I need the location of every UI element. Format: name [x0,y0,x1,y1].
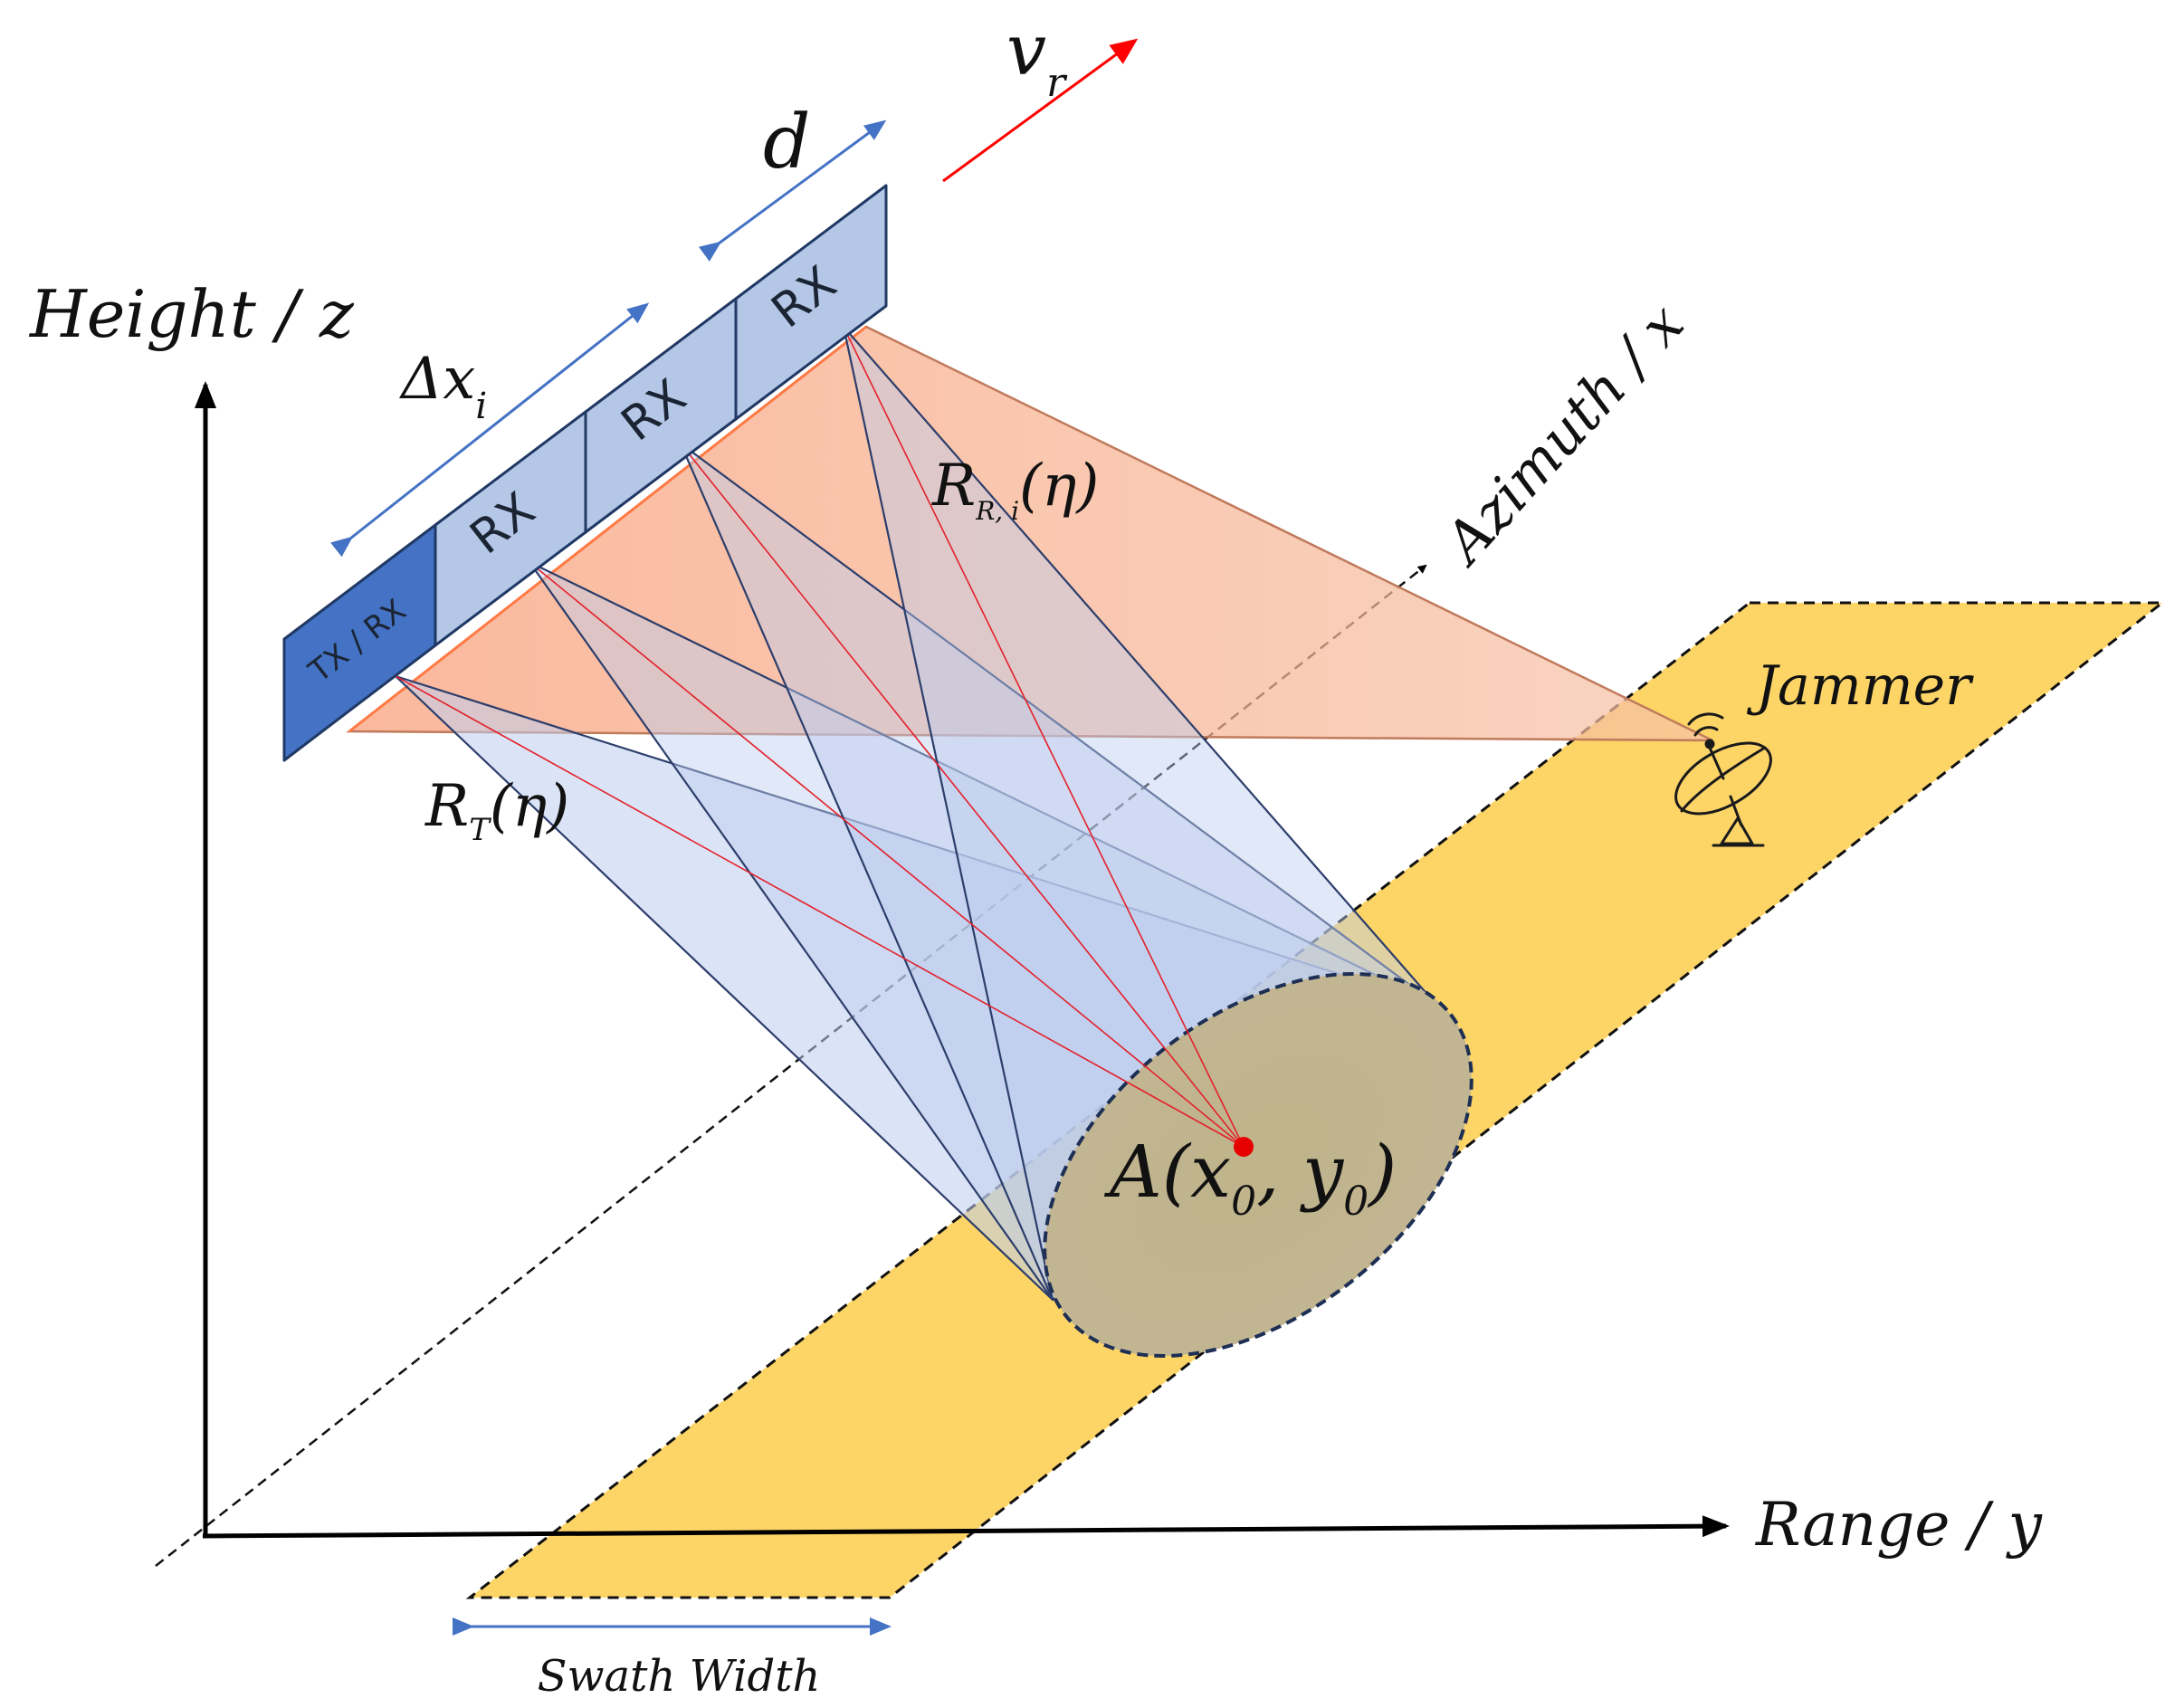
velocity-base: v [1006,10,1046,91]
receive-range-base: R [931,453,976,520]
ray-rx-3 [843,326,1245,1148]
swath-width-label: Swath Width [538,1651,821,1702]
range-axis-label: Range / y [1755,1490,2043,1560]
receive-range-arg: (η) [1019,453,1099,520]
ray-rx-2 [680,443,1245,1148]
target-prefix: A(x [1103,1130,1231,1214]
velocity-label: vr [1006,10,1068,106]
target-sep: , y [1256,1130,1345,1214]
target-sub-y: 0 [1343,1178,1369,1225]
transmit-range-arg: (η) [490,773,569,840]
spacing-d-arrow [698,119,887,262]
velocity-sub: r [1046,60,1068,106]
spacing-d-label: d [763,100,811,186]
transmit-range-base: R [424,773,469,840]
ray-rx-1 [529,561,1245,1148]
receive-range-label: RR, i(η) [931,453,1099,526]
jammer-label: Jammer [1746,654,1974,718]
azimuth-axis [155,564,1427,1567]
receive-range-sub: R, i [975,496,1019,526]
satellite-dish-icon [1674,712,1772,847]
offset-dx-base: Δx [398,346,475,413]
ray-transmit [395,675,1245,1148]
azimuth-axis-label: Azimuth / x [1429,291,1697,578]
target-point [1234,1137,1254,1157]
offset-dx-label: Δxi [398,346,487,427]
height-axis-label: Height / z [28,276,355,352]
offset-dx-arrow [330,302,650,558]
target-sub-x: 0 [1231,1178,1256,1225]
range-rays [395,326,1245,1148]
target-label: A(x0, y0) [1103,1130,1397,1225]
range-axis [202,1515,1730,1539]
velocity-arrow [942,38,1139,183]
target-suffix: ) [1367,1130,1397,1214]
transmit-range-label: RT(η) [424,773,569,848]
offset-dx-sub: i [475,386,487,427]
beam-footprint [1043,971,1473,1359]
transmit-range-sub: T [469,812,491,848]
